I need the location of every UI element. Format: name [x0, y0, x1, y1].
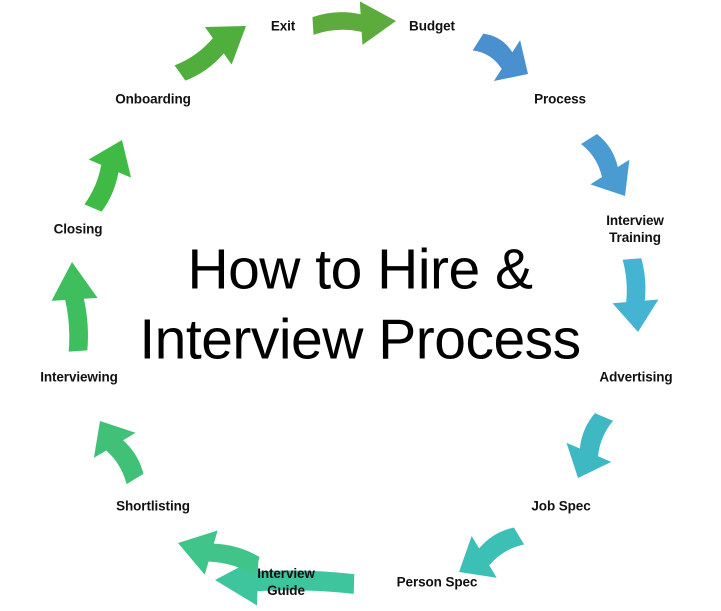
flow-arrow-job-spec-to-person-spec — [459, 527, 525, 578]
node-label-interviewing: Interviewing — [40, 369, 118, 385]
page-title: How to Hire & Interview Process — [139, 237, 581, 371]
node-label-closing: Closing — [53, 221, 103, 237]
flow-arrow-shortlisting-to-interviewing — [93, 421, 144, 485]
flow-arrow-advertising-to-job-spec — [566, 413, 614, 478]
arrows-group — [51, 1, 659, 606]
node-label-exit: Exit — [270, 18, 296, 34]
flow-arrow-interview-guide-to-shortlisting — [178, 530, 260, 575]
node-label-onboarding: Onboarding — [115, 91, 191, 107]
node-label-person-spec: Person Spec — [396, 574, 478, 590]
flow-arrow-exit-to-budget — [312, 1, 396, 45]
node-label-job-spec: Job Spec — [531, 498, 591, 514]
node-label-shortlisting: Shortlisting — [116, 498, 190, 514]
flow-arrow-budget-to-process — [472, 33, 528, 82]
node-label-process: Process — [534, 91, 586, 107]
node-label-interview-training: Interview Training — [606, 213, 664, 245]
flow-arrow-interview-training-to-advertising — [612, 258, 659, 332]
flow-arrow-interviewing-to-closing — [51, 262, 98, 352]
node-label-advertising: Advertising — [599, 369, 673, 385]
node-label-budget: Budget — [409, 18, 455, 34]
node-label-interview-guide: Interview Guide — [257, 566, 315, 598]
flow-arrow-closing-to-onboarding — [84, 140, 132, 212]
flow-arrow-onboarding-to-exit — [174, 26, 246, 81]
flow-arrow-process-to-interview-training — [581, 134, 630, 196]
